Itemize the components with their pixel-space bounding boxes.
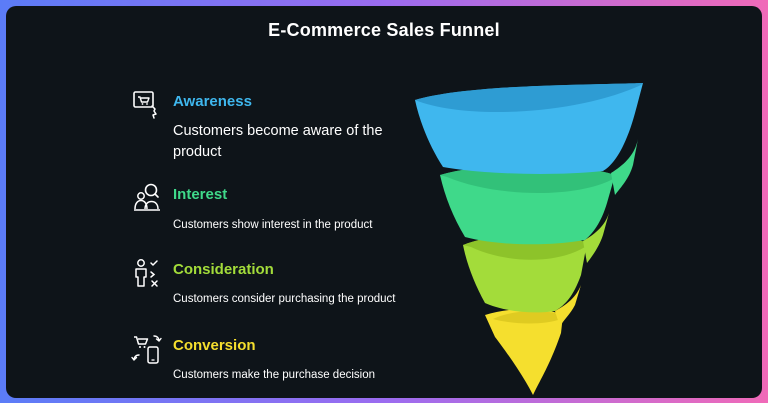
diagram-panel: [6, 6, 762, 398]
funnel-ribbon-conversion: [555, 285, 581, 327]
stage-heading: Interest: [173, 186, 228, 203]
funnel-ribbon-interest: [611, 139, 638, 195]
funnel-layer-conversion-shade: [493, 311, 561, 324]
stage-description: Customers become aware of the product: [173, 123, 383, 160]
stage-heading: Consideration: [173, 261, 274, 278]
funnel-graphic: [415, 83, 643, 395]
shopping-screen-icon: [133, 91, 157, 119]
funnel-layer-awareness-shade: [415, 83, 643, 112]
decision-person-icon: [135, 259, 158, 287]
stage-description: Customers consider purchasing the produc…: [173, 293, 396, 305]
stage-heading: Conversion: [173, 337, 256, 354]
funnel-ribbon-consideration: [583, 213, 609, 263]
page-title: E-Commerce Sales Funnel: [268, 20, 500, 40]
stage-heading: Awareness: [173, 93, 252, 110]
cart-phone-icon: [131, 335, 162, 364]
stage-description: Customers make the purchase decision: [173, 369, 375, 381]
funnel-layer-conversion: [485, 309, 563, 395]
stage-description: Customers show interest in the product: [173, 219, 373, 231]
people-search-icon: [134, 183, 160, 211]
